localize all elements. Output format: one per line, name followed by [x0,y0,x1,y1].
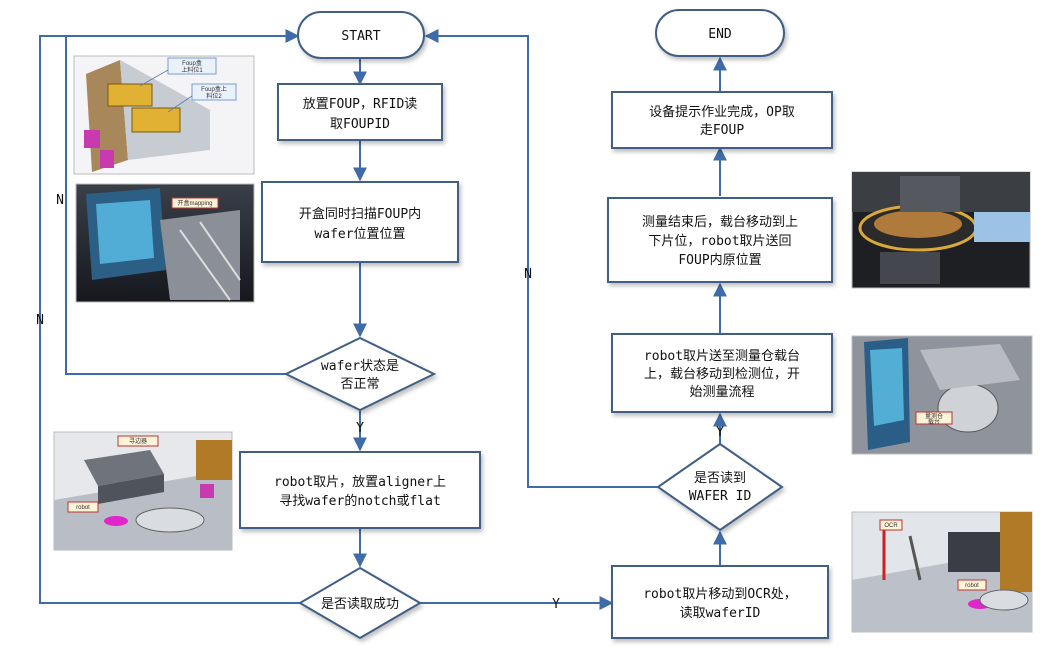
photo-measure-chamber: 量测仓 载台 [851,335,1033,455]
photo-tag-robot-2: robot [965,583,979,589]
return-line-2: 下片位，robot取片送回 [648,234,791,249]
measure-line-3: 始测量流程 [689,385,754,400]
label-n-left-inner: N [56,193,64,208]
done-box [611,91,833,149]
done-line-1: 设备提示作业完成，OP取 [649,104,795,120]
scan-wafer-line-1: 开盒同时扫描FOUP内 [299,206,421,222]
photo-stage [851,171,1031,289]
wafer-ok-line-1: wafer状态是 [321,359,399,374]
done-line-2: 走FOUP [700,123,744,138]
end-terminal [655,9,785,57]
photo-tag-ocr: OCR [884,523,898,529]
photo-aligner: 寻边器 robot [53,431,233,551]
measure-line-1: robot取片送至测量仓载台 [644,349,800,364]
connectors [39,29,727,610]
place-foup-line-2: 取FOUPID [330,117,390,132]
photo-tag-foup3: Foup盒上 [201,85,227,93]
measure-box [611,333,833,413]
return-box [607,197,833,283]
photo-tag-foup4: 料位2 [206,92,222,100]
label-y-wafer-ok: Y [356,421,364,436]
place-foup-box [277,83,443,141]
read-id-decision [656,442,784,532]
edge-read-success-no-loop [39,35,300,604]
ocr-line-1: robot取片移动到OCR处， [643,587,797,602]
return-line-1: 测量结束后，载台移动到上 [642,215,798,230]
end-label: END [708,27,732,42]
wafer-ok-line-2: 否正常 [340,377,379,392]
photo-mapping: 开盒mapping [75,183,255,303]
photo-tag-foup2: 上料位1 [181,66,203,74]
photo-tag-mapping: 开盒mapping [177,199,212,207]
photo-tag-foup1: Foup盒 [182,59,202,67]
measure-line-2: 上，载台移动到检测位，开 [644,367,800,382]
aligner-line-1: robot取片，放置aligner上 [274,475,446,490]
photo-foup-loadport: Foup盒 上料位1 Foup盒上 料位2 [73,55,255,175]
return-line-3: FOUP内原位置 [678,252,761,268]
label-n-left-outer: N [36,313,44,328]
photo-tag-aligner: 寻边器 [129,437,147,445]
edge-read-id-no-loop [424,29,658,488]
aligner-line-2: 寻找wafer的notch或flat [279,493,441,509]
read-success-label: 是否读取成功 [321,597,399,612]
label-y-read-id: Y [716,425,724,440]
start-label: START [341,29,380,44]
edge-labels: N N Y Y N Y [36,193,724,612]
photo-ocr: OCR robot [851,511,1033,633]
photo-tag-stage1: 量测仓 [925,412,943,420]
wafer-ok-decision [283,336,437,412]
start-terminal [297,11,425,59]
edge-wafer-ok-no-loop [65,29,300,375]
scan-wafer-box [261,181,459,263]
nodes [239,9,833,640]
read-success-decision [298,566,422,640]
node-labels: START END 放置FOUP，RFID读 取FOUPID 开盒同时扫描FOU… [274,27,800,621]
ocr-box [611,565,829,639]
aligner-box [239,451,481,529]
read-id-line-1: 是否读到 [694,471,746,486]
place-foup-line-1: 放置FOUP，RFID读 [303,97,418,112]
photo-tag-stage2: 载台 [928,418,940,426]
label-n-read-id: N [524,267,532,282]
ocr-line-2: 读取waferID [680,606,761,621]
photo-tag-robot: robot [76,505,90,511]
read-id-line-2: WAFER ID [689,489,752,504]
label-y-read-success: Y [552,597,560,612]
scan-wafer-line-2: wafer位置位置 [314,227,405,242]
